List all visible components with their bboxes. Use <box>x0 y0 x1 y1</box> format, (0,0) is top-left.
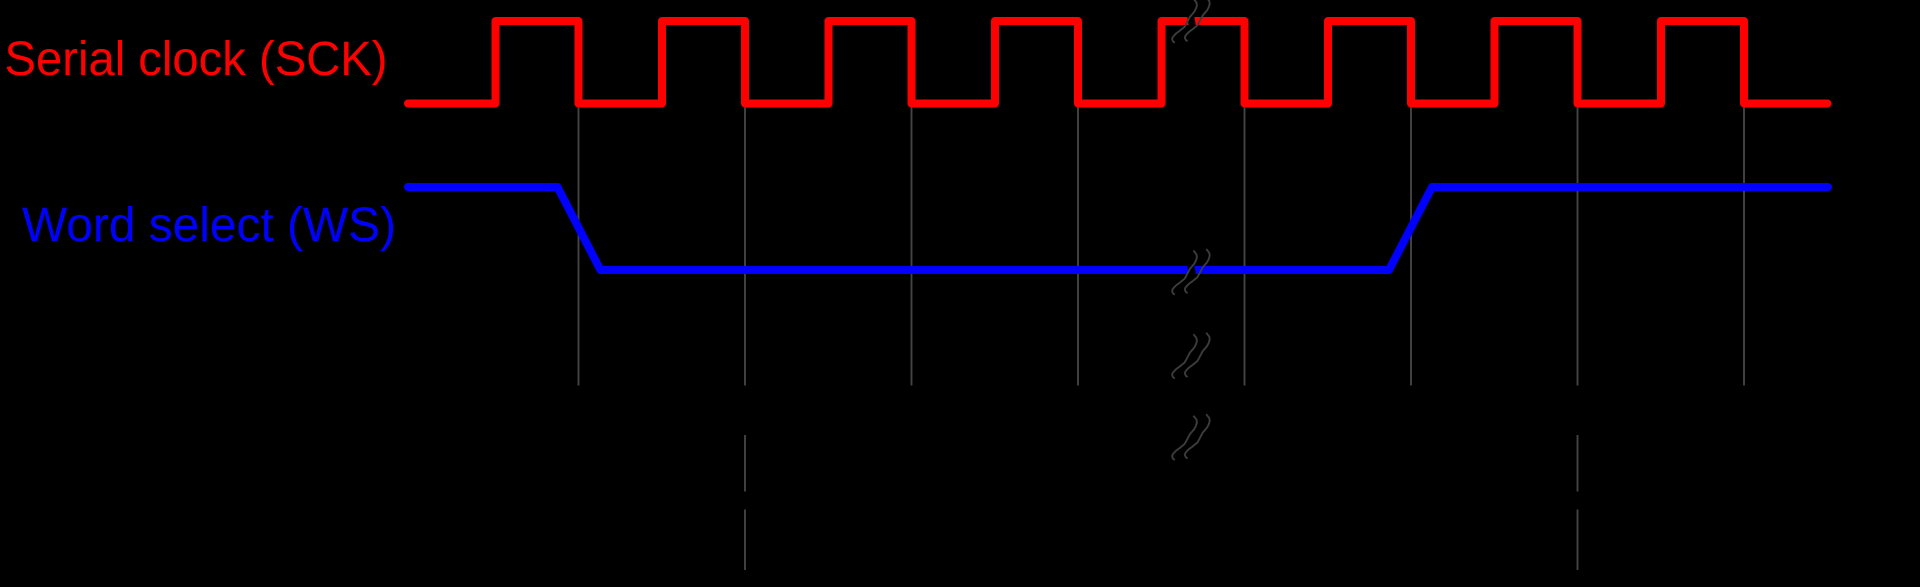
svg-text:Serial clock (SCK): Serial clock (SCK) <box>5 32 388 86</box>
svg-text:Word select (WS): Word select (WS) <box>22 198 396 252</box>
